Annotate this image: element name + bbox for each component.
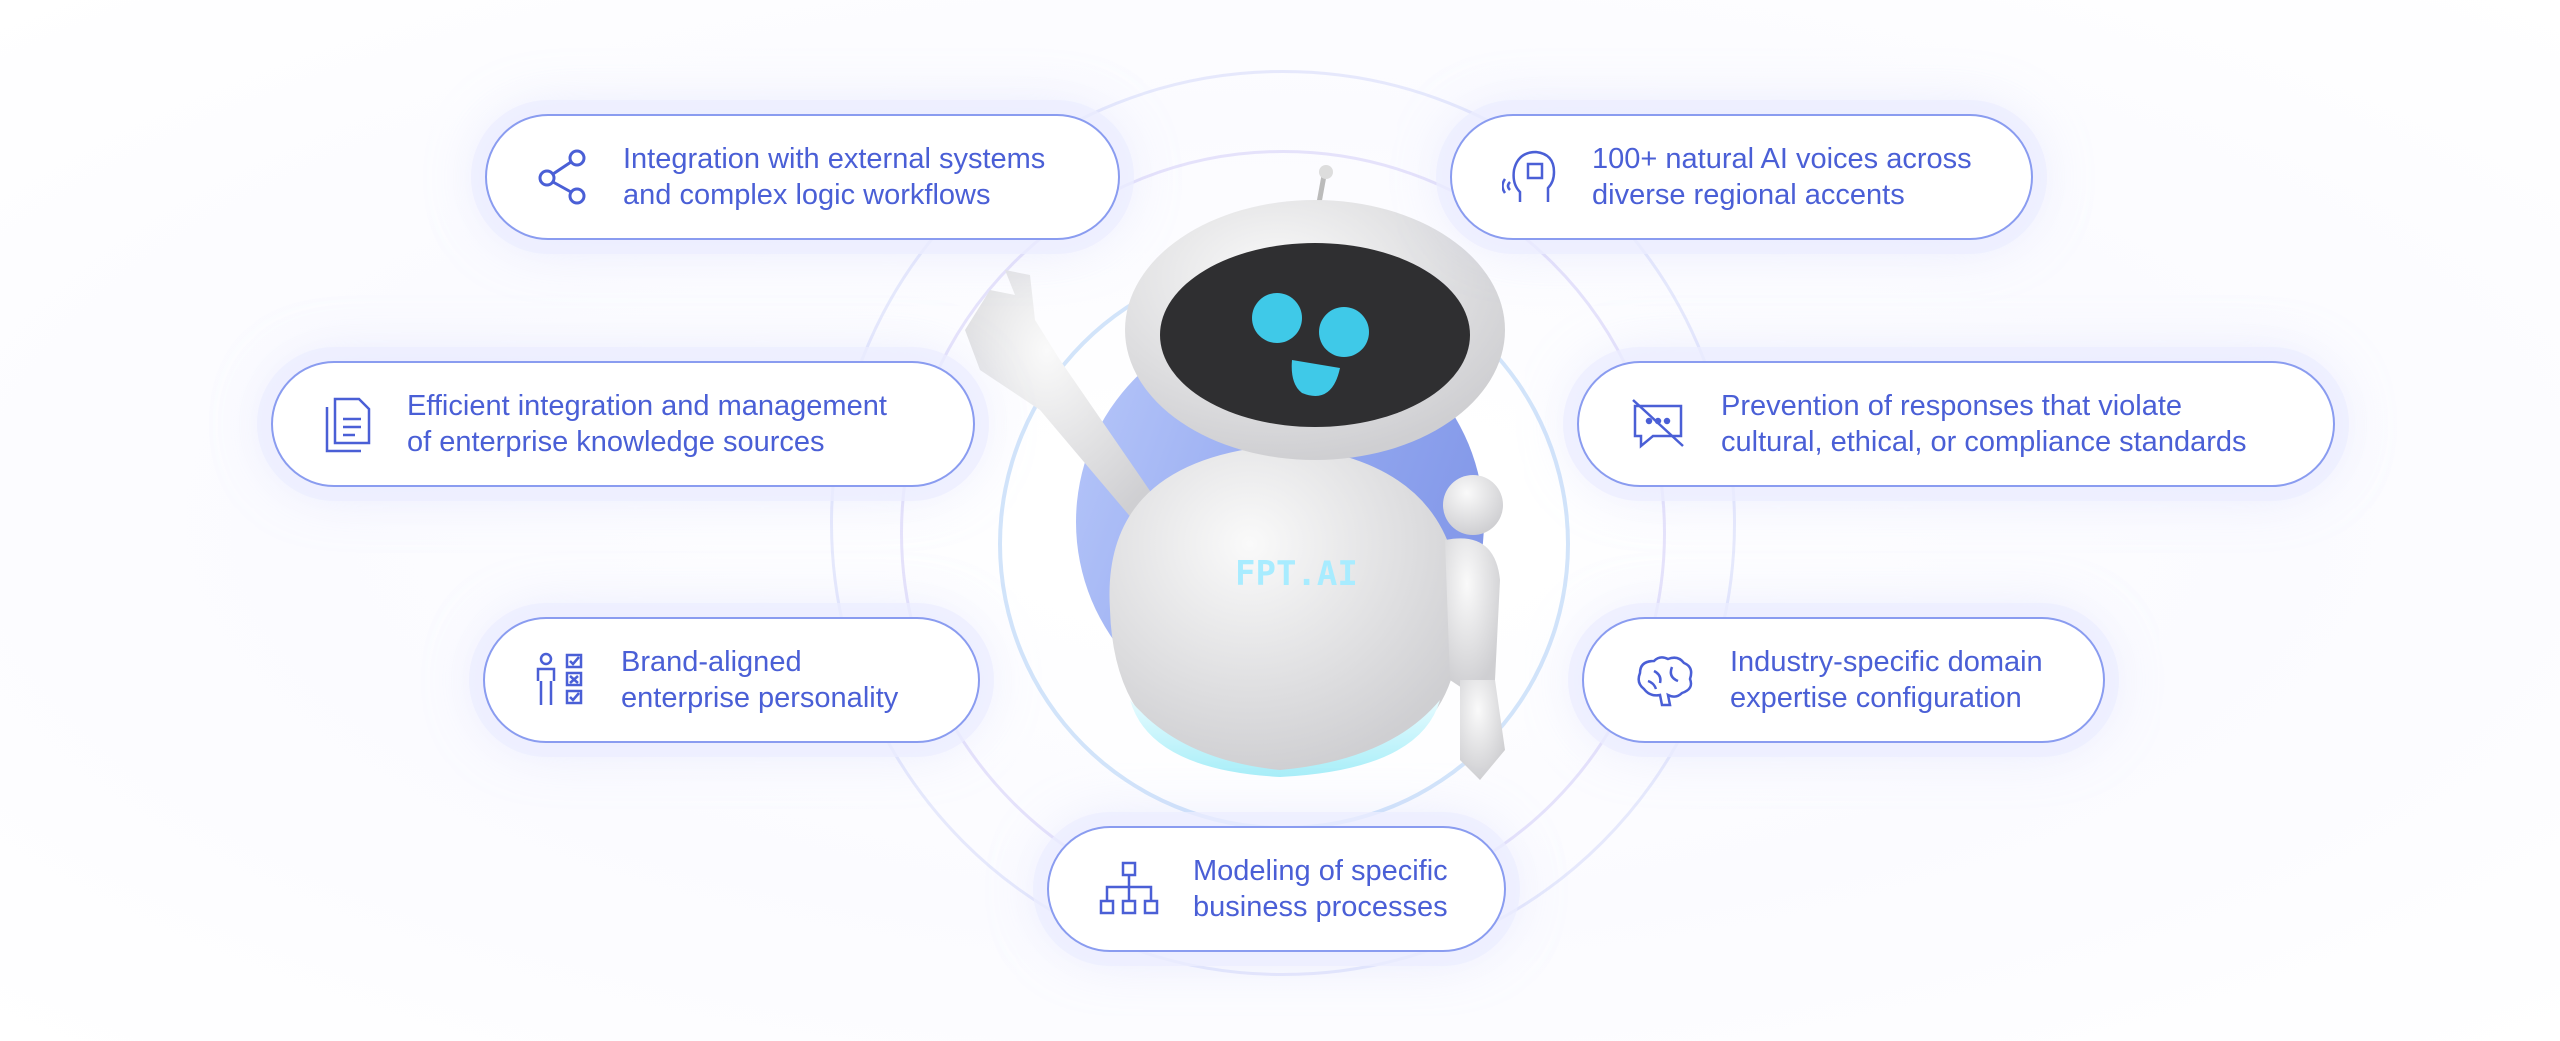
ai-head-voice-icon [1502, 150, 1556, 202]
org-chart-icon [1099, 861, 1159, 915]
person-checklist-icon [536, 652, 583, 705]
documents-icon [325, 397, 371, 453]
blocked-chat-icon [1632, 399, 1684, 449]
share-nodes-icon [538, 149, 586, 205]
brain-icon [1637, 656, 1693, 707]
robot-mascot: FPT.AI [965, 165, 1505, 780]
robot-logo: FPT.AI [1235, 554, 1358, 594]
